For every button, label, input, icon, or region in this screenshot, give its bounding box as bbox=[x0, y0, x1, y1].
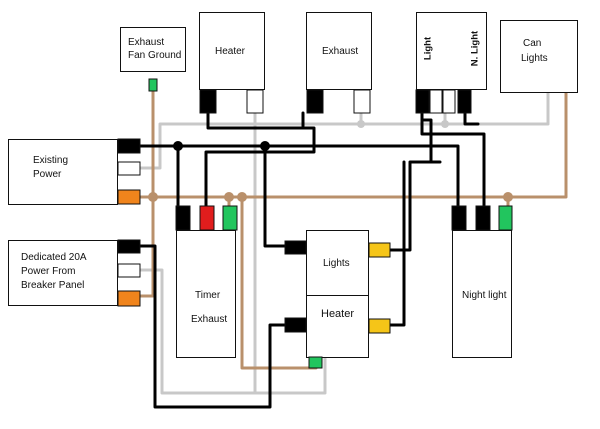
lights-switch-label: Lights bbox=[323, 258, 350, 269]
timer-terminal-black bbox=[175, 205, 191, 231]
dedicated-power-label-1: Dedicated 20A bbox=[21, 252, 87, 263]
light-terminal-white-1 bbox=[429, 89, 443, 114]
night-light-terminal-black bbox=[457, 89, 472, 114]
timer-terminal-green bbox=[222, 205, 238, 231]
splice-dots bbox=[148, 120, 513, 202]
light-fixture: Light N. Light bbox=[416, 12, 487, 90]
heater-switch-label: Heater bbox=[321, 308, 355, 320]
night-light-box-black-1 bbox=[451, 205, 467, 231]
dedicated-power-label-3: Breaker Panel bbox=[21, 280, 85, 291]
timer-terminal-red bbox=[199, 205, 215, 231]
heater-label: Heater bbox=[215, 46, 246, 57]
dedicated-power-ground bbox=[117, 290, 141, 307]
existing-power-label-2: Power bbox=[33, 169, 62, 180]
light-terminal-black bbox=[415, 89, 430, 114]
dedicated-power-neutral bbox=[117, 263, 141, 278]
heater-fixture: Heater bbox=[199, 12, 265, 90]
night-light-box-black-2 bbox=[475, 205, 491, 231]
timer-label: Timer bbox=[195, 290, 221, 301]
exhaust-fan-ground-box: Exhaust Fan Ground bbox=[120, 27, 186, 72]
heater-switch-line bbox=[284, 317, 307, 333]
exhaust-terminal-black bbox=[306, 89, 324, 114]
lights-switch-line bbox=[284, 240, 307, 255]
existing-power-ground bbox=[117, 189, 141, 205]
lights-switch-load bbox=[368, 242, 391, 258]
lights-switch: Lights bbox=[306, 230, 369, 296]
can-lights-label-1: Can bbox=[523, 38, 542, 49]
exhaust-label: Exhaust bbox=[322, 46, 359, 57]
can-lights-label-2: Lights bbox=[521, 53, 548, 64]
can-lights-fixture: Can Lights bbox=[500, 20, 578, 93]
night-light-box-label: Night light bbox=[462, 290, 507, 301]
light-terminal-white-2 bbox=[442, 89, 456, 114]
fan-ground-terminal bbox=[148, 78, 158, 92]
night-light-box: Night light bbox=[452, 230, 512, 358]
existing-power-box: Existing Power bbox=[8, 139, 118, 205]
dedicated-power-box: Dedicated 20A Power From Breaker Panel bbox=[8, 240, 118, 306]
existing-power-hot bbox=[117, 138, 141, 154]
exhaust-fixture: Exhaust bbox=[306, 12, 372, 90]
night-light-box-green bbox=[498, 205, 513, 231]
dedicated-power-label-2: Power From bbox=[21, 266, 76, 277]
heater-switch-ground bbox=[308, 356, 323, 369]
hot-wires bbox=[137, 111, 486, 409]
heater-terminal-black bbox=[199, 89, 217, 114]
timer-switch: Timer Exhaust bbox=[176, 230, 236, 358]
existing-power-label-1: Existing bbox=[33, 155, 69, 166]
heater-switch-load bbox=[368, 318, 391, 334]
exhaust-terminal-white bbox=[353, 89, 371, 114]
exhaust-fan-ground-label-2: Fan Ground bbox=[128, 50, 182, 61]
heater-terminal-white bbox=[246, 89, 264, 114]
timer-exhaust-label: Exhaust bbox=[191, 314, 228, 325]
dedicated-power-hot bbox=[117, 239, 141, 254]
exhaust-fan-ground-label-1: Exhaust bbox=[128, 37, 165, 48]
existing-power-neutral bbox=[117, 161, 141, 176]
